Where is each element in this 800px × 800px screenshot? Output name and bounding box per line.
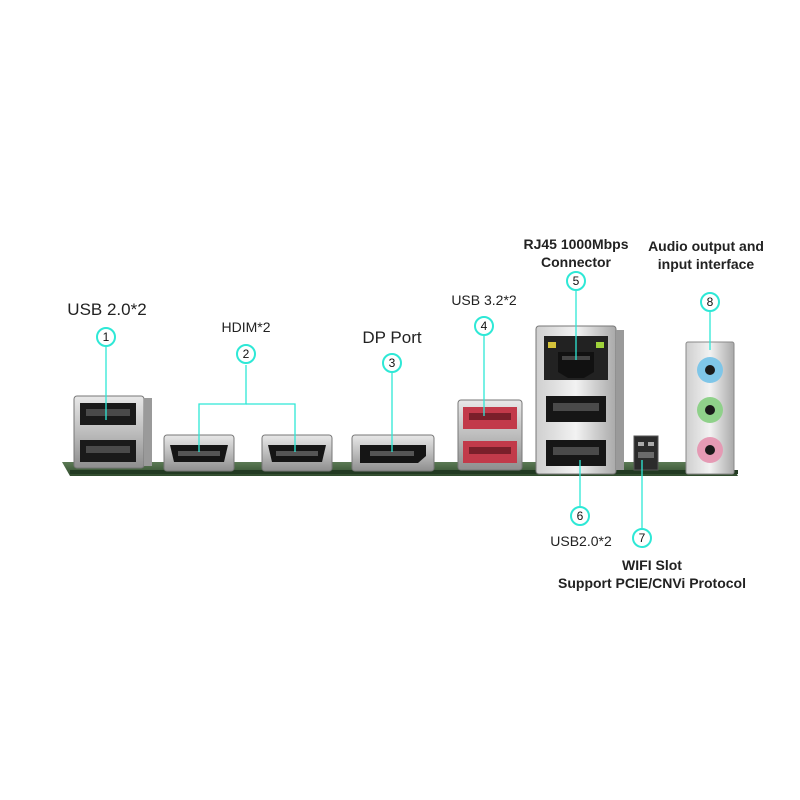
label-usb20-stack: USB 2.0*2: [67, 300, 147, 319]
label-wifi-slot: WIFI Slot Support PCIE/CNVi Protocol: [558, 557, 746, 592]
label-rj45: RJ45 1000Mbps Connector: [523, 236, 629, 271]
hdmi-port-right: [261, 434, 333, 472]
label-usb32: USB 3.2*2: [451, 292, 517, 308]
callout-1: 1: [96, 327, 116, 347]
callout-2: 2: [236, 344, 256, 364]
callout-8: 8: [700, 292, 720, 312]
callout-6: 6: [570, 506, 590, 526]
label-audio: Audio output and input interface: [648, 238, 764, 273]
callout-3: 3: [382, 353, 402, 373]
callout-4: 4: [474, 316, 494, 336]
label-dp-port: DP Port: [362, 328, 422, 347]
rj45-usb-combo-port: [535, 325, 624, 475]
label-hdmi: HDIM*2: [221, 319, 271, 335]
callout-5: 5: [566, 271, 586, 291]
usb32-stack-port: [457, 399, 523, 471]
callout-7: 7: [632, 528, 652, 548]
hdmi-port-left: [163, 434, 235, 472]
label-usb20-lower: USB2.0*2: [550, 533, 612, 549]
leader-lines: [105, 291, 711, 528]
displayport-port: [351, 434, 435, 472]
usb2-stack-port: [73, 395, 152, 469]
wifi-slot: [633, 435, 659, 471]
audio-jack-panel: [685, 341, 735, 475]
